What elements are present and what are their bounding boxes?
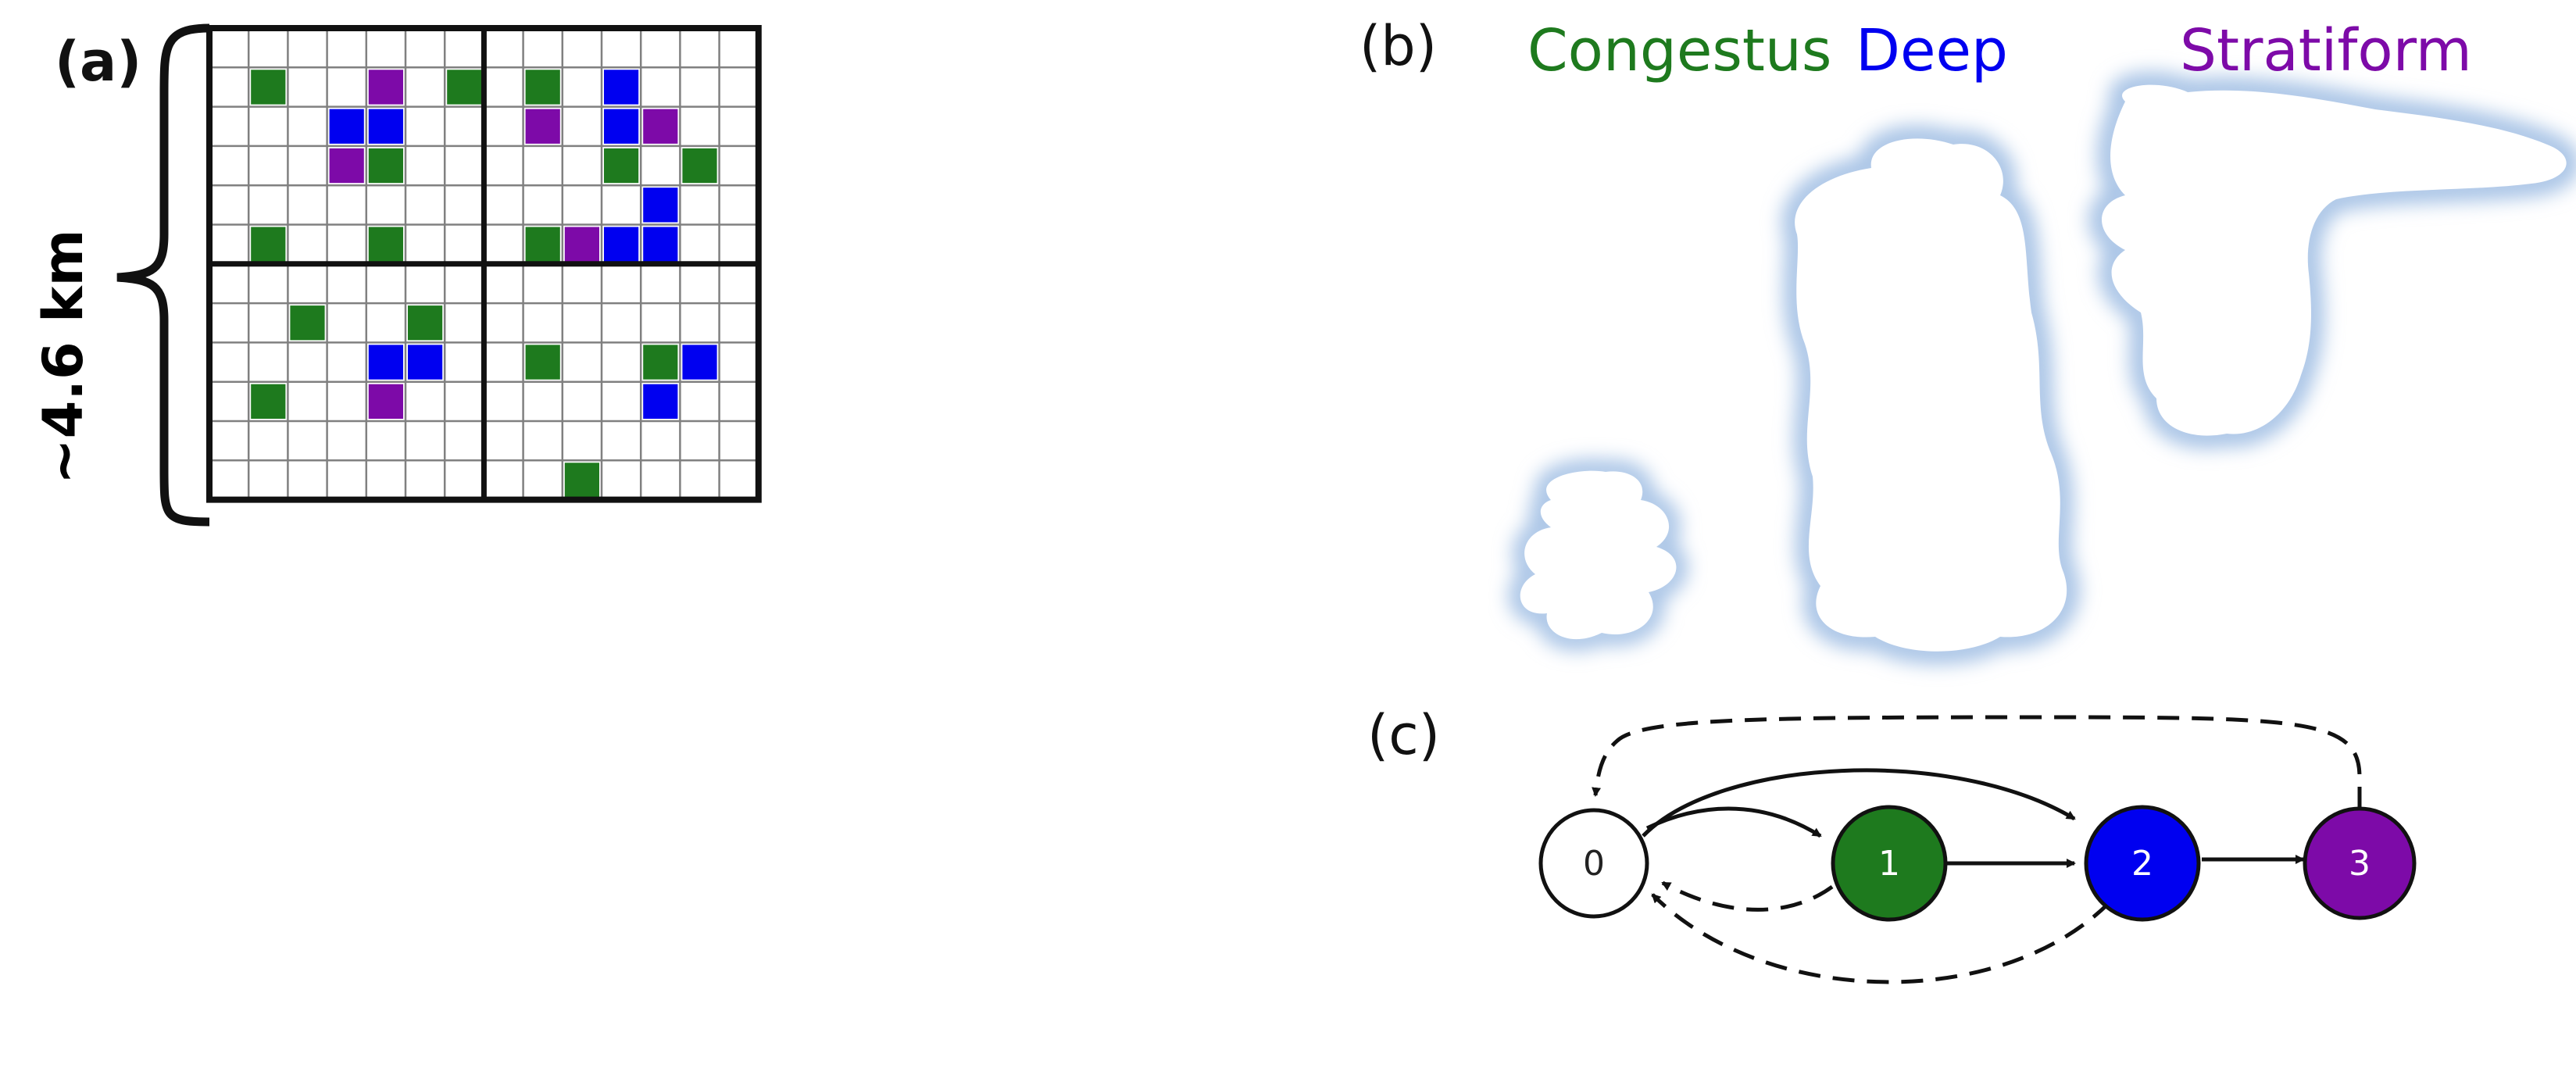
state-3-label: 3 — [2349, 844, 2371, 884]
cloud-grid — [206, 25, 762, 503]
state-node-3: 3 — [2303, 806, 2417, 920]
grid-cell-stratiform — [643, 109, 678, 144]
transition-0-to-1 — [1645, 806, 1822, 838]
grid-cell-deep — [368, 109, 403, 144]
transition-1-to-0 — [1661, 880, 1834, 912]
grid-cell-deep — [604, 227, 639, 262]
legend-stratiform: Stratiform — [2180, 17, 2472, 84]
deep-cloud — [1781, 125, 2081, 665]
grid-cell-deep — [329, 109, 364, 144]
state-1-label: 1 — [1878, 844, 1900, 884]
grid-cell-congestus — [368, 148, 403, 184]
state-0-circle — [1538, 808, 1649, 919]
stratiform-cloud — [2088, 71, 2576, 449]
grid-cell-congestus — [251, 384, 286, 419]
grid-cell-stratiform — [329, 148, 364, 184]
grid-cell-congestus — [408, 305, 443, 341]
grid-cell-deep — [368, 345, 403, 380]
state-3-circle — [2303, 806, 2417, 920]
grid-cell-congestus — [525, 70, 560, 105]
state-node-0: 0 — [1538, 808, 1649, 919]
state-node-1: 1 — [1831, 805, 1948, 922]
grid-cell-congestus — [251, 227, 286, 262]
grid-border — [206, 25, 762, 503]
grid-cell-stratiform — [525, 109, 560, 144]
cloud-illustrations — [1508, 71, 2576, 665]
grid-cell-congestus — [604, 148, 639, 184]
grid-cell-deep — [682, 345, 717, 380]
state-1-circle — [1831, 805, 1948, 922]
grid-cell-congestus — [525, 345, 560, 380]
congestus-cloud — [1508, 459, 1688, 652]
scale-label: ~4.6 km — [31, 229, 95, 484]
scale-brace — [116, 23, 210, 527]
grid-cell-congestus — [290, 305, 325, 341]
state-node-2: 2 — [2084, 805, 2201, 922]
grid-cell-deep — [604, 70, 639, 105]
state-transition-diagram: 0 1 2 3 — [1538, 715, 2417, 984]
grid-cell-deep — [408, 345, 443, 380]
panel-c-label: (c) — [1367, 703, 1441, 767]
grid-cell-stratiform — [564, 227, 599, 262]
grid-cell-deep — [643, 384, 678, 419]
grid-cell-congestus — [368, 227, 403, 262]
legend-congestus: Congestus — [1527, 17, 1832, 84]
grid-cell-congestus — [564, 463, 599, 498]
grid-cell-stratiform — [368, 384, 403, 419]
grid-cell-congestus — [643, 345, 678, 380]
transition-0-to-2 — [1642, 768, 2076, 838]
grid-cell-deep — [643, 227, 678, 262]
legend-deep: Deep — [1856, 17, 2009, 84]
state-0-label: 0 — [1583, 844, 1605, 884]
panel-a-label: (a) — [55, 30, 142, 94]
transition-2-to-0 — [1651, 893, 2111, 984]
grid-cell-congestus — [525, 227, 560, 262]
state-2-circle — [2084, 805, 2201, 922]
transition-3-to-0 — [1592, 715, 2362, 809]
grid-cell-stratiform — [368, 70, 403, 105]
panel-b-label: (b) — [1359, 14, 1438, 78]
grid-cell-congestus — [447, 70, 482, 105]
state-2-label: 2 — [2131, 844, 2153, 884]
grid-cell-deep — [643, 188, 678, 223]
grid-cell-congestus — [251, 70, 286, 105]
grid-cell-congestus — [682, 148, 717, 184]
grid-cell-deep — [604, 109, 639, 144]
